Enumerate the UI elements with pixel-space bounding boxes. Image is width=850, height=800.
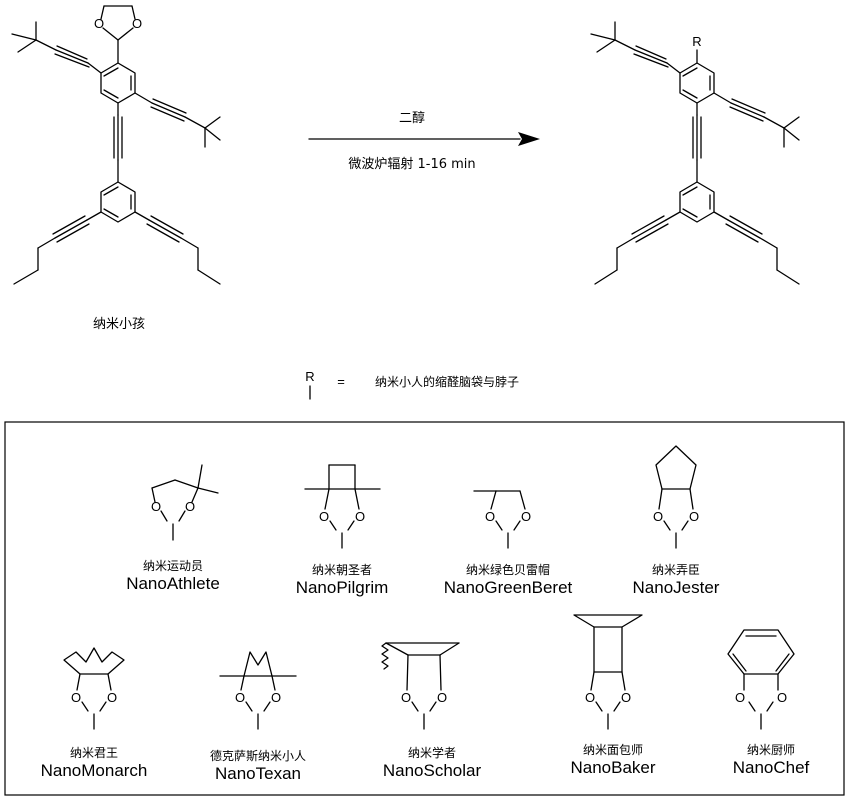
upper-benzene-ring [100,62,136,104]
lower-benzene-ring [100,181,136,223]
head-name-en: NanoChef [733,758,810,777]
neck-alkyne [692,102,702,183]
nanogreenberet-structure: O O [473,490,531,549]
oxygen-label: O [621,690,631,705]
right-alkyne-arm [713,92,800,148]
r-description: 纳米小人的缩醛脑袋与脖子 [375,374,519,389]
head-name-en: NanoAthlete [126,574,220,593]
oxygen-label: O [319,509,329,524]
neck-alkyne [113,102,123,183]
nanochef-structure: O O [727,629,795,730]
oxygen-label: O [401,690,411,705]
nanopilgrim-structure: O O [304,464,381,549]
oxygen-label: O [777,690,787,705]
oxygen-label: O [735,690,745,705]
oxygen-label: O [689,509,699,524]
r-legend: R = 纳米小人的缩醛脑袋与脖子 [305,369,519,400]
head-name-en: NanoBaker [570,758,655,777]
right-alkyne-arm [134,92,221,148]
reaction-arrow [308,132,540,146]
oxygen-label: O [271,690,281,705]
reagent-label: 二醇 [399,110,425,126]
oxygen-label: O [485,509,495,524]
lower-benzene-ring [679,181,715,223]
head-name-cn: 纳米朝圣者 [312,563,372,577]
head-name-cn: 纳米绿色贝雷帽 [466,562,550,577]
head-name-en: NanoPilgrim [296,578,389,597]
oxygen-label: O [185,499,195,514]
oxygen-label: O [437,690,447,705]
oxygen-label: O [94,16,104,31]
right-leg [134,211,221,285]
oxygen-label: O [585,690,595,705]
head-name-cn: 纳米弄臣 [652,563,700,577]
left-leg [13,211,102,285]
reactant-nanokid: O O [11,5,221,285]
oxygen-label: O [132,16,142,31]
head-name-cn: 德克萨斯纳米小人 [210,748,306,763]
nanobaker-structure: O O [573,614,643,730]
head-name-en: NanoScholar [383,761,482,780]
left-alkyne-arm [590,21,681,74]
nanojester-structure: O O [653,445,699,549]
nanoscholar-structure: O O [381,642,460,730]
oxygen-label: O [235,690,245,705]
heads-panel [4,421,845,796]
head-name-cn: 纳米君王 [70,746,118,760]
dioxolane-head [100,5,136,64]
oxygen-label: O [151,499,161,514]
oxygen-label: O [521,509,531,524]
head-name-cn: 纳米厨师 [747,743,795,757]
left-leg [594,211,681,285]
right-leg [713,211,800,285]
head-name-en: NanoJester [633,578,720,597]
head-name-cn: 纳米学者 [408,745,456,760]
nanoathlete-structure: O O [151,464,219,541]
nanomonarch-structure: O O [63,647,125,730]
conditions-label: 微波炉辐射 1-16 min [348,156,475,172]
r-symbol: R [305,369,314,384]
nanotexan-structure: O O [219,651,297,730]
head-name-cn: 纳米面包师 [583,743,643,757]
upper-benzene-ring [679,49,715,104]
head-name-en: NanoTexan [215,764,301,783]
substituent-r-label: R [692,34,701,49]
oxygen-label: O [107,690,117,705]
equals-sign: = [337,374,345,389]
head-name-en: NanoMonarch [41,761,148,780]
reactant-name: 纳米小孩 [93,317,145,332]
head-name-en: NanoGreenBeret [444,578,573,597]
oxygen-label: O [653,509,663,524]
product-molecule: R [590,21,800,285]
left-alkyne-arm [11,21,102,74]
oxygen-label: O [71,690,81,705]
head-name-cn: 纳米运动员 [143,559,203,573]
oxygen-label: O [355,509,365,524]
